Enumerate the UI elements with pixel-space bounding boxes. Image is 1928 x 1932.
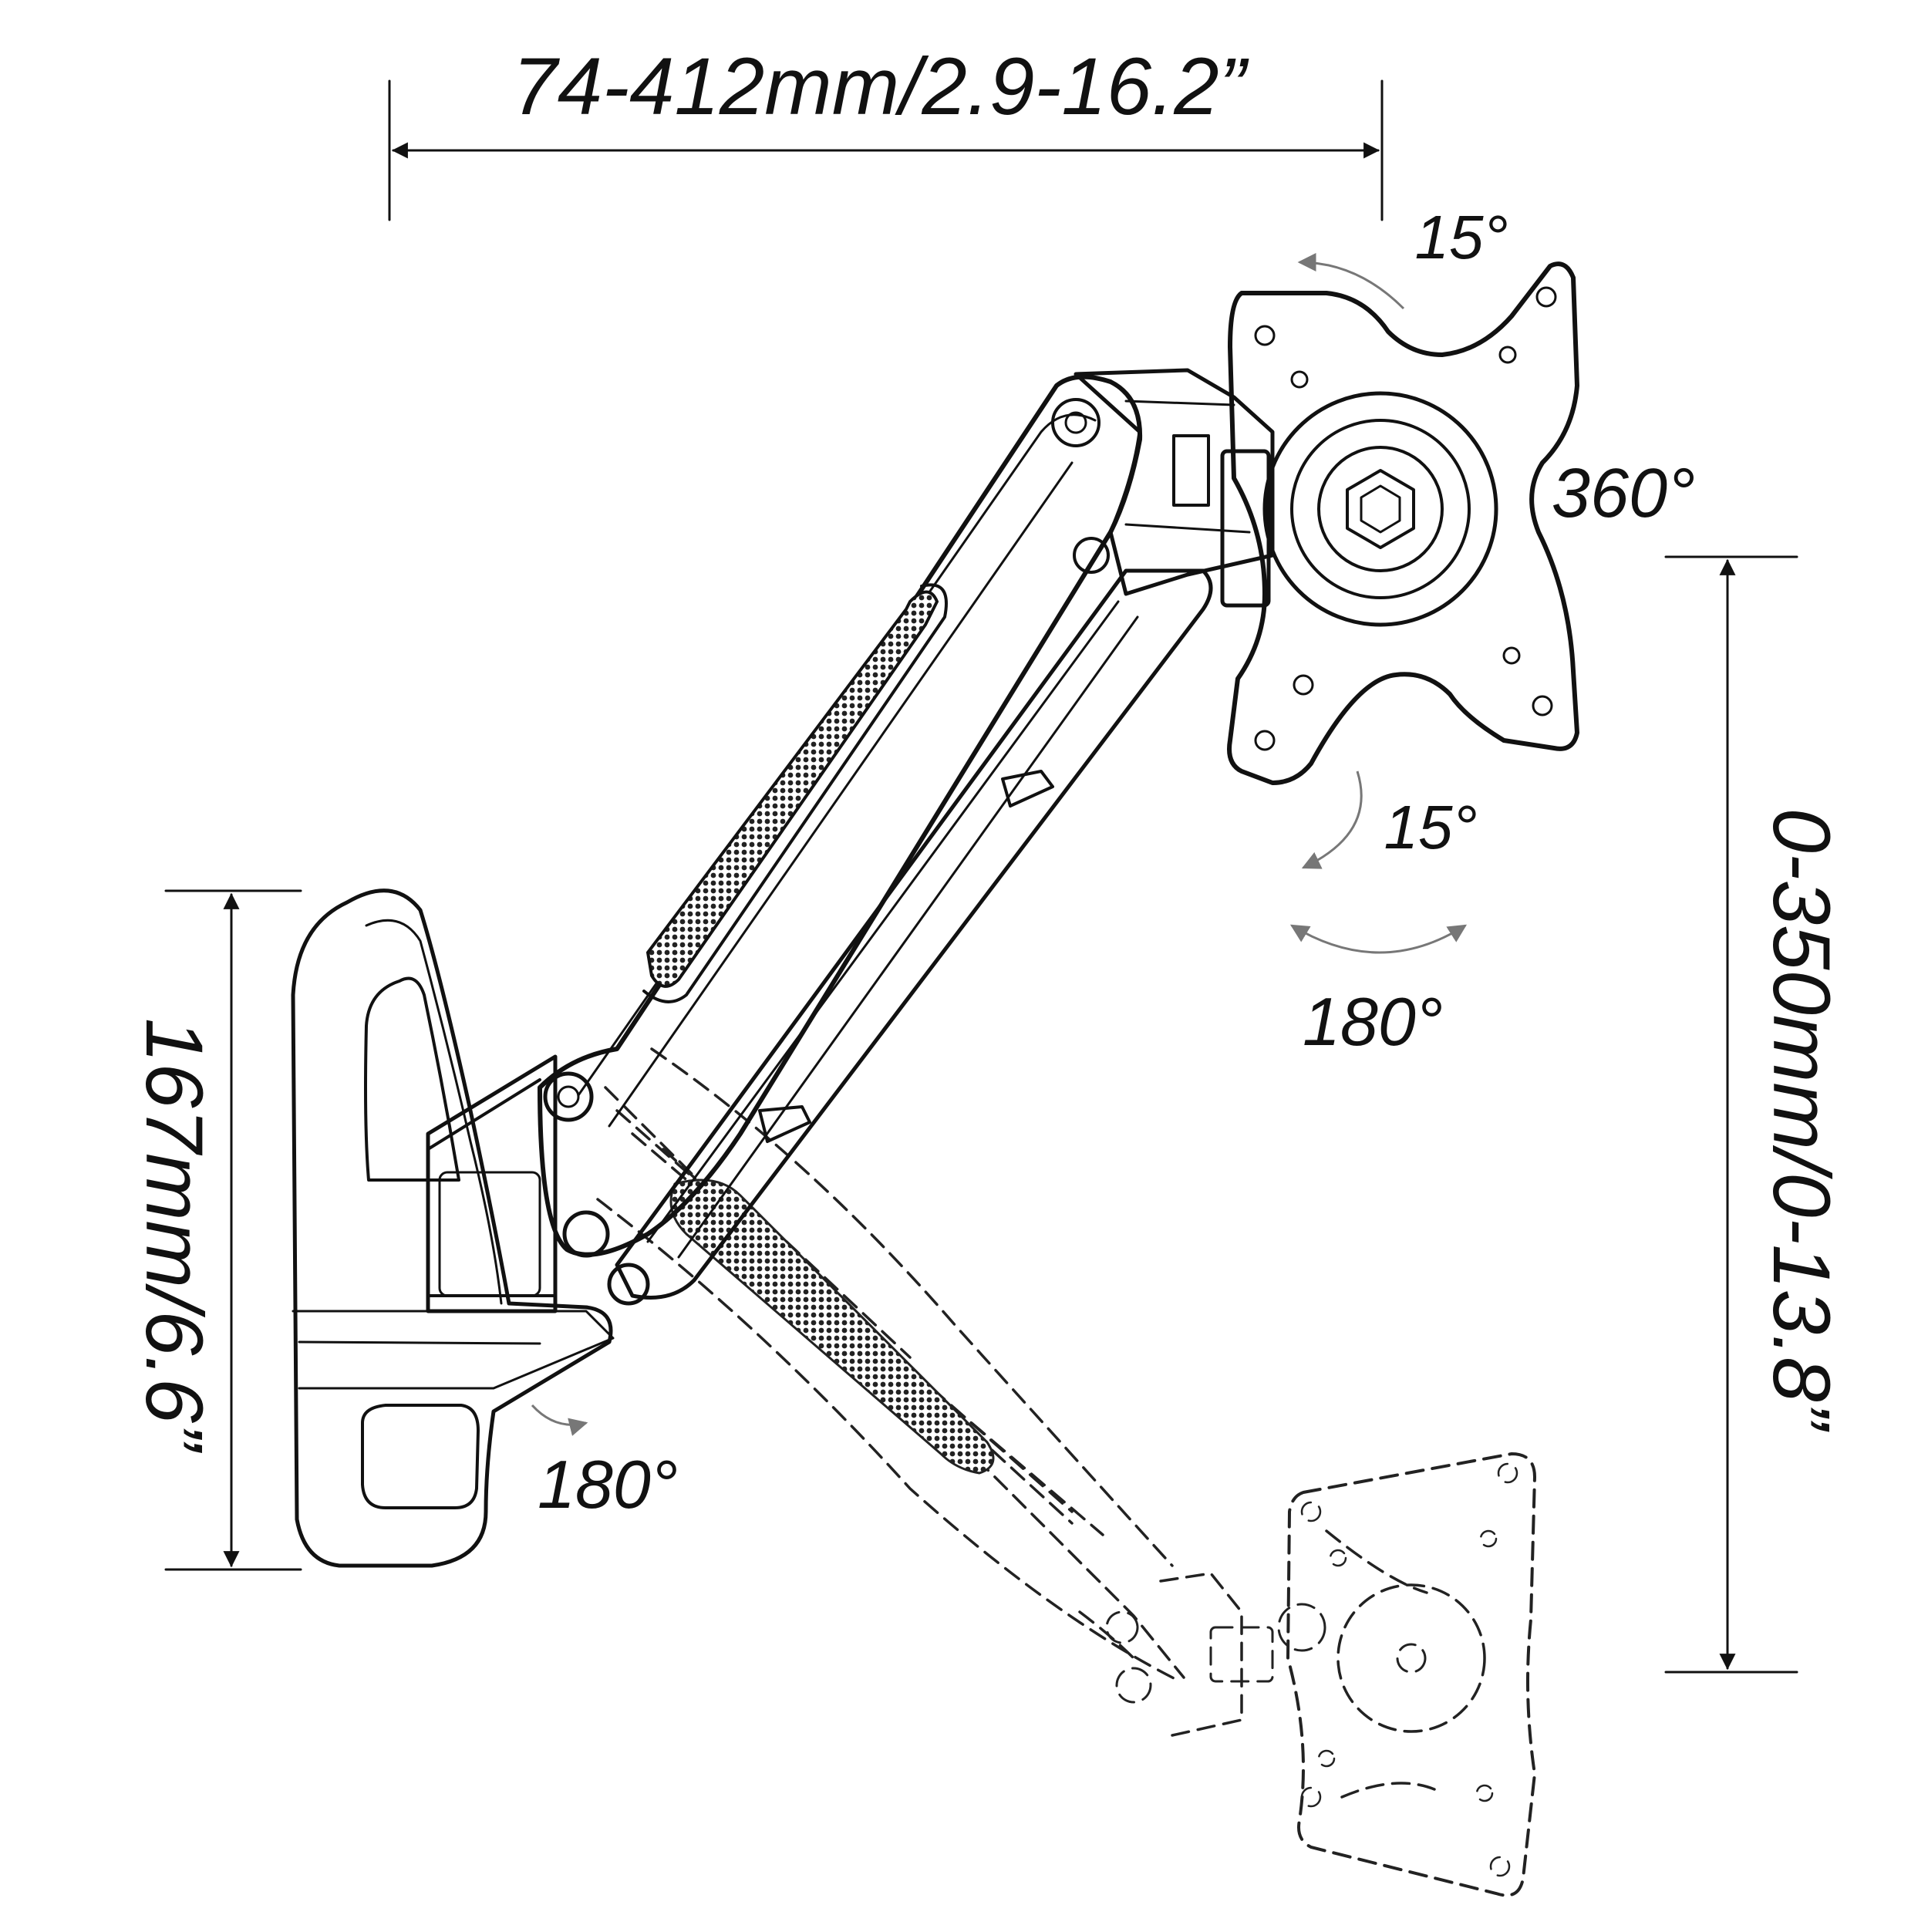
height-dimension: 0-350mm/0-13.8” (1664, 555, 1846, 1674)
head-swivel-indicator: 180° (1289, 924, 1468, 1060)
lowered-vesa-plate-ghost (1277, 1452, 1537, 1897)
tilt-down-indicator: 15° (1301, 770, 1478, 869)
base-pivot (426, 1054, 558, 1313)
tilt-up-indicator: 15° (1297, 203, 1508, 310)
base-swivel-indicator: 180° (531, 1404, 678, 1522)
bracket-height-label: 167mm/6.6” (129, 1018, 219, 1453)
tilt-up-label: 15° (1415, 203, 1508, 271)
bracket-height-dimension: 167mm/6.6” (129, 889, 302, 1571)
rotation-label: 360° (1552, 455, 1695, 532)
base-swivel-label: 180° (538, 1446, 678, 1522)
vesa-plate (1227, 261, 1579, 785)
lowered-arm-ghost (596, 1047, 1274, 1737)
raised-arm (538, 374, 1213, 1306)
tilt-head (1074, 368, 1275, 608)
tilt-down-label: 15° (1384, 793, 1478, 861)
wall-bracket (291, 888, 615, 1568)
head-swivel-label: 180° (1303, 983, 1443, 1060)
rotation-indicator: 360° (1552, 455, 1695, 532)
reach-label: 74-412mm/2.9-16.2” (512, 42, 1249, 132)
height-label: 0-350mm/0-13.8” (1756, 808, 1846, 1431)
reach-dimension: 74-412mm/2.9-16.2” (388, 42, 1384, 221)
